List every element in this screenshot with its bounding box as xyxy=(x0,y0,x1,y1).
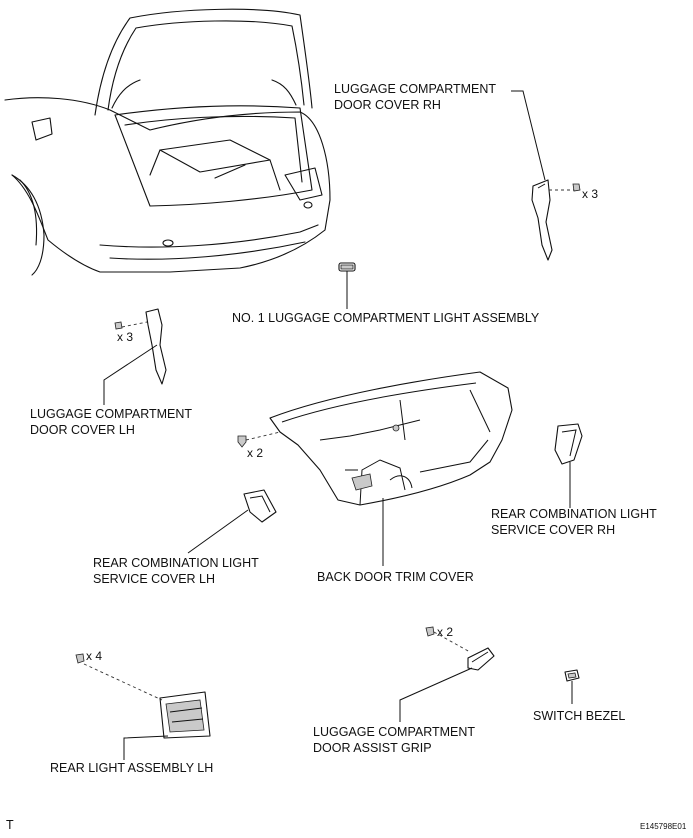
label-door-cover-rh: LUGGAGE COMPARTMENT DOOR COVER RH xyxy=(334,82,499,112)
qty-clips-rh: x 3 xyxy=(582,187,598,201)
trim-cover-part xyxy=(237,371,513,506)
label-light-assembly: NO. 1 LUGGAGE COMPARTMENT LIGHT ASSEMBLY xyxy=(232,311,540,325)
qty-clips-rear-light: x 4 xyxy=(86,649,102,663)
label-door-cover-lh: LUGGAGE COMPARTMENT DOOR COVER LH xyxy=(30,407,195,437)
corner-mark: T xyxy=(6,818,14,832)
service-cover-rh-part xyxy=(554,423,583,465)
door-cover-rh-part xyxy=(531,179,581,261)
leader-rear-light-lh xyxy=(123,735,169,760)
door-cover-lh-part xyxy=(114,308,167,385)
car-rear-illustration xyxy=(4,8,331,276)
label-switch-bezel: SWITCH BEZEL xyxy=(533,709,625,723)
rear-light-lh-part xyxy=(75,653,211,739)
label-service-cover-rh: REAR COMBINATION LIGHT SERVICE COVER RH xyxy=(491,507,660,537)
leader-service-cover-lh xyxy=(187,509,249,554)
switch-bezel-part xyxy=(564,669,580,682)
label-service-cover-lh: REAR COMBINATION LIGHT SERVICE COVER LH xyxy=(93,556,262,586)
leader-door-cover-rh xyxy=(511,90,546,181)
label-assist-grip: LUGGAGE COMPARTMENT DOOR ASSIST GRIP xyxy=(313,725,478,755)
assist-grip-part xyxy=(425,626,495,671)
leader-assist-grip xyxy=(399,667,473,722)
qty-clips-trim: x 2 xyxy=(247,446,263,460)
light-assembly-part xyxy=(338,262,356,272)
service-cover-lh-part xyxy=(243,489,277,523)
leader-door-cover-lh xyxy=(103,344,158,405)
qty-clips-lh: x 3 xyxy=(117,330,133,344)
qty-clips-grip: x 2 xyxy=(437,625,453,639)
figure-code: E145798E01 xyxy=(640,822,687,831)
label-rear-light-lh: REAR LIGHT ASSEMBLY LH xyxy=(50,761,213,775)
label-trim-cover: BACK DOOR TRIM COVER xyxy=(317,570,474,584)
